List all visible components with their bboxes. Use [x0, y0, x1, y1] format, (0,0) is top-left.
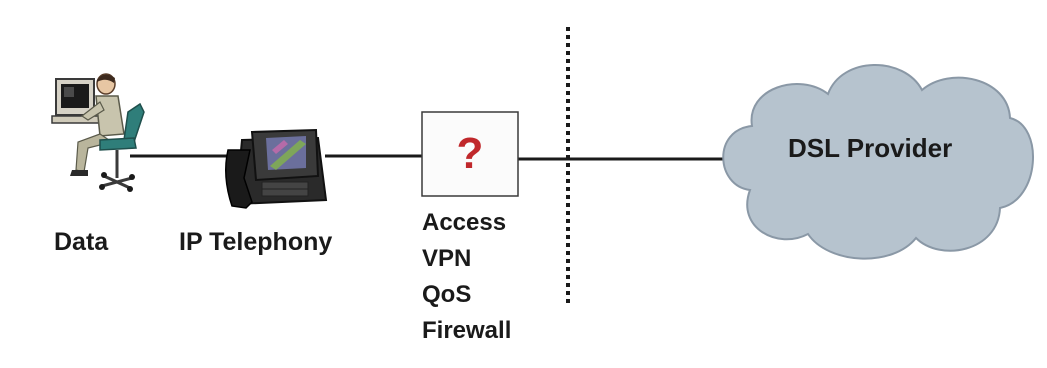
ip-telephony-label: IP Telephony [179, 228, 333, 256]
feature-qos: QoS [422, 281, 472, 308]
feature-access: Access [422, 209, 507, 236]
ip-phone-icon [225, 128, 328, 209]
dsl-provider-label: DSL Provider [788, 133, 953, 163]
person-at-computer-icon [51, 73, 145, 192]
access-device-box [421, 111, 519, 197]
feature-vpn: VPN [422, 245, 472, 272]
data-label: Data [54, 228, 109, 256]
device-feature-list: Access VPN QoS Firewall [422, 205, 511, 349]
cloud-icon [722, 64, 1034, 260]
unknown-device-question-mark: ? [456, 129, 484, 178]
feature-firewall: Firewall [422, 317, 512, 344]
